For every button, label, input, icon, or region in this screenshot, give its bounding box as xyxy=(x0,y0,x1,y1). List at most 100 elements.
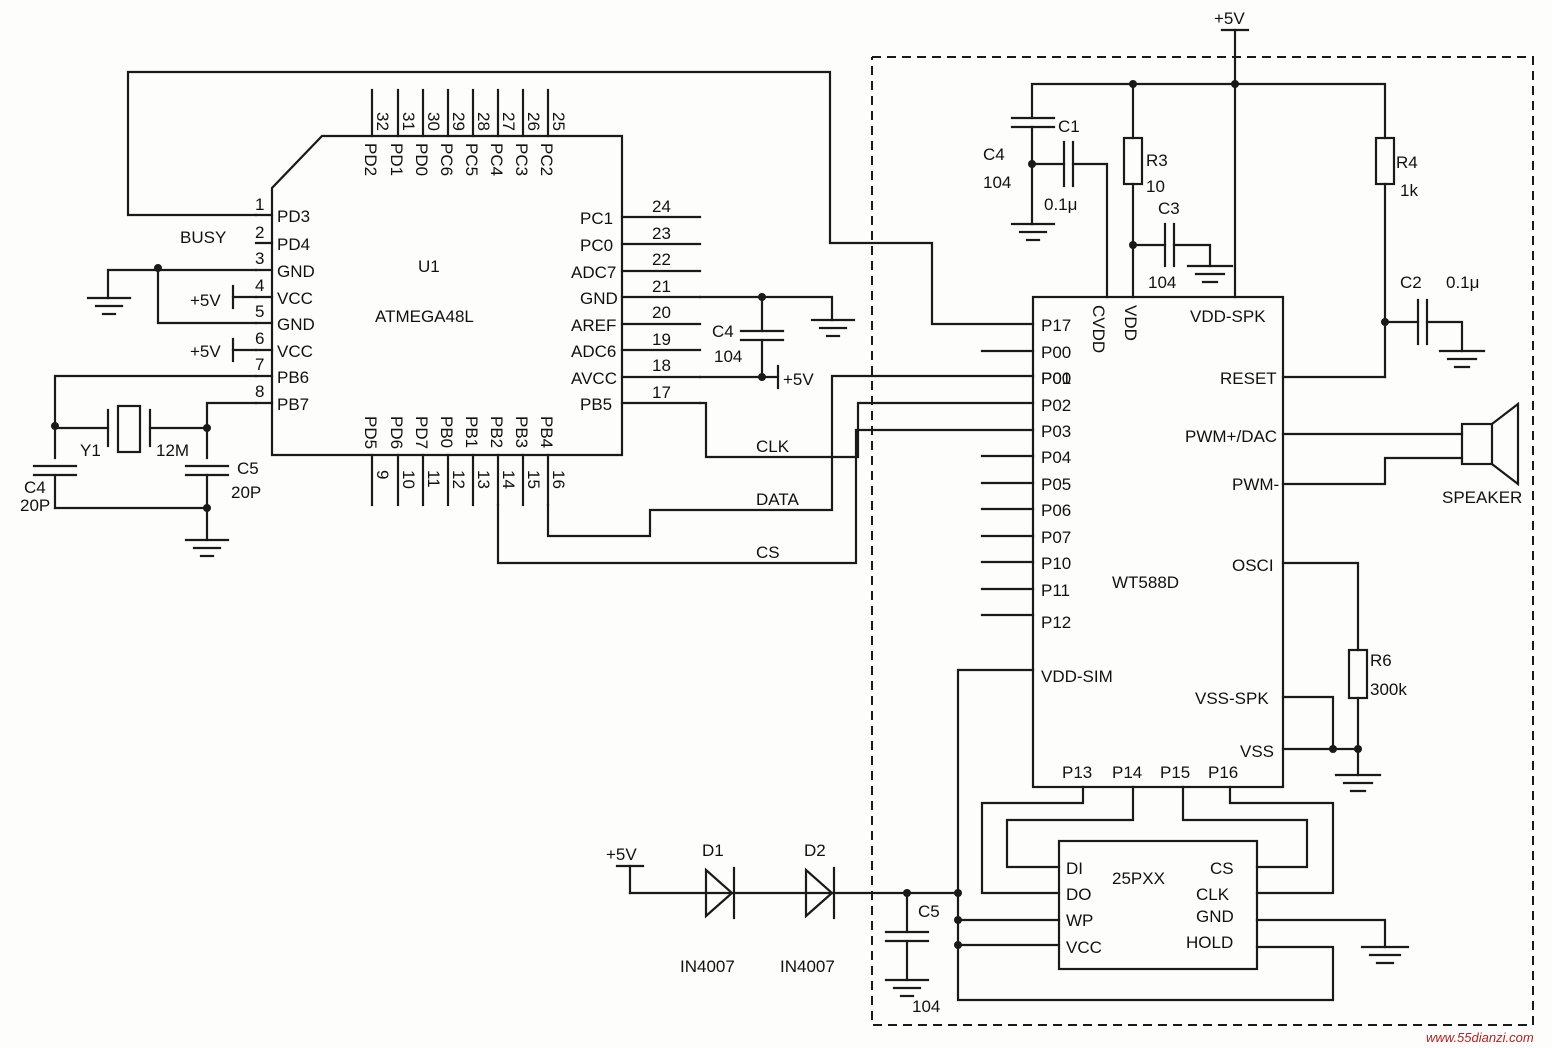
mcu-pin8-num: 8 xyxy=(255,382,264,401)
data-wire xyxy=(546,374,1035,538)
mcu-pin21-num: 21 xyxy=(652,277,671,296)
mcu-pin31-name: PD1 xyxy=(387,143,406,176)
mcu-pin13-num: 13 xyxy=(474,470,493,489)
mcu-pin24-name: PC1 xyxy=(580,209,613,228)
mcu-pin19-name: ADC6 xyxy=(571,342,616,361)
crystal-y1 xyxy=(106,404,152,454)
clk-label: CLK xyxy=(756,437,790,456)
mcu-bottom-pins: PD5 PD6 PD7 PB0 PB1 PB2 PB3 PB4 9 10 11 … xyxy=(361,416,568,507)
clk-wire xyxy=(698,401,1035,459)
d2-ref: D2 xyxy=(804,841,826,860)
mcu-pin15-name: PB3 xyxy=(512,416,531,448)
c2-value: 0.1μ xyxy=(1446,273,1479,292)
mcu-pin18-name: AVCC xyxy=(571,369,617,388)
y1-value: 12M xyxy=(156,441,189,460)
mcu-pin30-name: PD0 xyxy=(412,143,431,176)
wt588d-p05: P05 xyxy=(1041,475,1071,494)
mcu-pin10-num: 10 xyxy=(399,470,418,489)
y1-ref: Y1 xyxy=(80,441,101,460)
wt588d-p12: P12 xyxy=(1041,613,1071,632)
wt588d-pwmp: PWM+/DAC xyxy=(1185,427,1277,446)
flash-vcc: VCC xyxy=(1066,938,1102,957)
svg-text:+5V: +5V xyxy=(190,342,221,361)
flash-cs-wire xyxy=(1181,785,1309,869)
diode-d2 xyxy=(804,866,836,920)
flash-clk: CLK xyxy=(1196,885,1230,904)
flash-body xyxy=(1057,839,1259,971)
wt588d-vss: VSS xyxy=(1240,742,1274,761)
mcu-pin22-name: ADC7 xyxy=(571,263,616,282)
svg-text:P00: P00 xyxy=(1041,369,1071,388)
wt588d-p13: P13 xyxy=(1062,763,1092,782)
mcu-pin14-num: 14 xyxy=(499,470,518,489)
mcu-left-pins: 1 PD3 2 PD4 3 GND 4 VCC 5 GND 6 VCC 7 PB… xyxy=(254,195,315,414)
mcu-vcc-pin4: +5V xyxy=(190,284,258,310)
mcu-pin4-name: VCC xyxy=(277,289,313,308)
flash-do-wire xyxy=(980,785,1085,895)
mcu-pin10-name: PD6 xyxy=(387,416,406,449)
wt588d-p04: P04 xyxy=(1041,448,1071,467)
mcu-pin2-num: 2 xyxy=(255,223,264,242)
mcu-pin28-name: PC5 xyxy=(462,143,481,176)
ground-wt588d xyxy=(1334,773,1382,793)
resistor-r6 xyxy=(1347,648,1369,700)
flash-gnd-wire xyxy=(1255,918,1387,949)
wt588d-p01: P01 xyxy=(1041,369,1071,388)
wt588d-p14: P14 xyxy=(1112,763,1142,782)
mcu-pin7-name: PB6 xyxy=(277,368,309,387)
wt588d-body xyxy=(1031,295,1285,789)
capacitor-c4-mid xyxy=(739,295,785,379)
mcu-pin28-num: 28 xyxy=(474,112,493,131)
watermark: www.55dianzi.com xyxy=(1426,1030,1534,1045)
ground-mcu-right xyxy=(810,318,856,338)
r6-ref: R6 xyxy=(1370,651,1392,670)
bottom-5v: +5V xyxy=(606,845,637,864)
ground-flash xyxy=(1360,945,1410,965)
mcu-pin1-name: PD3 xyxy=(277,207,310,226)
mcu-pin7-num: 7 xyxy=(255,355,264,374)
mcu-pin30-num: 30 xyxy=(424,112,443,131)
data-label: DATA xyxy=(756,490,799,509)
svg-text:+5V: +5V xyxy=(190,291,221,310)
wt588d-p11: P11 xyxy=(1041,581,1070,600)
c1-ref: C1 xyxy=(1058,117,1080,136)
capacitor-c2 xyxy=(1416,298,1429,346)
mcu-pin9-num: 9 xyxy=(373,470,392,479)
c5-xtal-ref: C5 xyxy=(237,459,259,478)
mcu-pin1-num: 1 xyxy=(255,195,264,214)
module-boundary xyxy=(871,56,1534,1026)
wt588d-cvdd: CVDD xyxy=(1089,305,1108,353)
flash-di: DI xyxy=(1066,859,1083,878)
xtal-wire-pb6 xyxy=(53,374,258,460)
mcu-pin26-name: PC3 xyxy=(512,143,531,176)
wt588d-p07: P07 xyxy=(1041,528,1071,547)
wt588d-reset: RESET xyxy=(1220,369,1277,388)
mcu-pin23-name: PC0 xyxy=(580,236,613,255)
flash-di-wire xyxy=(1005,785,1135,869)
mcu-pin27-name: PC4 xyxy=(487,143,506,176)
c5-bottom-value: 104 xyxy=(912,997,940,1016)
wt588d-pwmm: PWM- xyxy=(1232,475,1279,494)
mcu-pin13-name: PB1 xyxy=(462,416,481,448)
c2-ref: C2 xyxy=(1400,273,1422,292)
wt588d-p10: P10 xyxy=(1041,554,1071,573)
mcu-gnd-wire xyxy=(106,268,258,300)
c3-ref: C3 xyxy=(1158,199,1180,218)
c5-bottom-ref: C5 xyxy=(918,902,940,921)
c4-mid-value: 104 xyxy=(714,347,742,366)
capacitor-c5-bottom xyxy=(884,891,930,982)
busy-wire xyxy=(126,70,1035,326)
mcu-pin9-name: PD5 xyxy=(361,416,380,449)
mcu-pin32-name: PD2 xyxy=(361,143,380,176)
wt588d-p16: P16 xyxy=(1208,763,1238,782)
cs-wire xyxy=(496,428,1035,565)
mcu-body xyxy=(270,134,624,457)
mcu-pin20-num: 20 xyxy=(652,303,671,322)
vdd-rail xyxy=(1030,82,1387,140)
svg-text:P17: P17 xyxy=(1041,316,1071,335)
resistor-r4 xyxy=(1374,136,1396,186)
mcu-pin2-name: PD4 xyxy=(277,235,310,254)
diode-d1 xyxy=(704,866,736,920)
mcu-pin15-num: 15 xyxy=(524,470,543,489)
